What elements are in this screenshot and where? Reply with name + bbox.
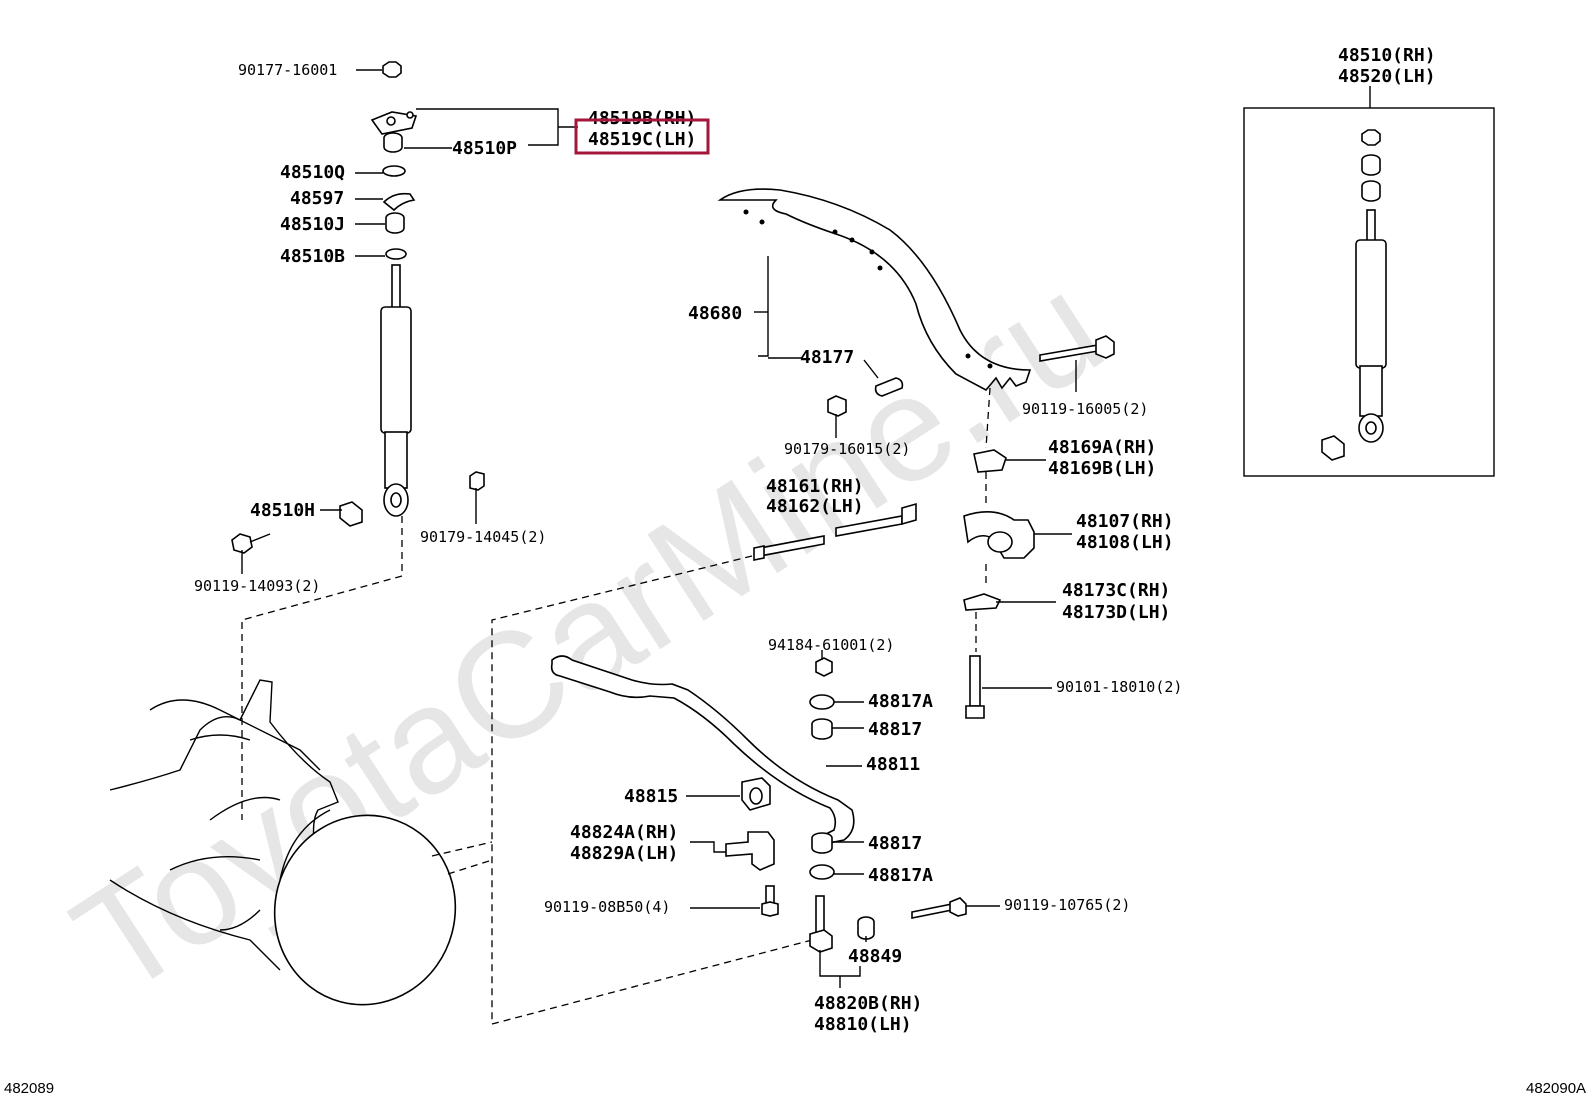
nut-90177-icon[interactable] — [382, 61, 402, 78]
callout-48817-top[interactable]: 48817 — [868, 719, 922, 740]
callout-48817a-bottom[interactable]: 48817A — [868, 865, 933, 886]
callout-90119-08b50[interactable]: 90119-08B50(4) — [544, 898, 670, 916]
callout-48169b[interactable]: 48169B(LH) — [1048, 458, 1156, 479]
shock-body-icon[interactable] — [380, 306, 412, 434]
callout-48173d[interactable]: 48173D(LH) — [1062, 602, 1170, 623]
plate-48169-icon[interactable] — [973, 449, 1007, 473]
callout-48811[interactable]: 48811 — [866, 754, 920, 775]
highlight-box — [574, 118, 710, 155]
retainer-48817a-bottom-icon[interactable] — [809, 864, 835, 880]
stabilizer-group — [550, 650, 1000, 988]
callout-90119-16005[interactable]: 90119-16005(2) — [1022, 400, 1148, 418]
callout-48817a-top[interactable]: 48817A — [868, 691, 933, 712]
callout-90119-14093[interactable]: 90119-14093(2) — [194, 577, 320, 595]
figure-id-right: 482090A — [1526, 1080, 1586, 1097]
cushion-48510p-icon[interactable] — [383, 132, 403, 153]
bushing-48510j-icon[interactable] — [385, 212, 405, 234]
frame-bracket-group — [717, 188, 1115, 719]
nut-90179-14045-icon[interactable] — [469, 471, 485, 491]
torsion-bar-group — [431, 502, 917, 1025]
retainer-48597-icon[interactable] — [382, 192, 416, 212]
callout-94184-61001[interactable]: 94184-61001(2) — [768, 636, 894, 654]
callout-48169a[interactable]: 48169A(RH) — [1048, 437, 1156, 458]
callout-48161[interactable]: 48161(RH) — [766, 476, 864, 497]
callout-48510h[interactable]: 48510H — [250, 500, 315, 521]
callout-48510b[interactable]: 48510B — [280, 246, 345, 267]
spacer-48177-icon[interactable] — [874, 377, 904, 397]
callout-48173c[interactable]: 48173C(RH) — [1062, 580, 1170, 601]
callout-48107[interactable]: 48107(RH) — [1076, 511, 1174, 532]
nut-90179-16015-icon[interactable] — [827, 395, 847, 417]
washer-48510q-icon[interactable] — [382, 165, 406, 177]
callout-48820b[interactable]: 48820B(RH) — [814, 993, 922, 1014]
callout-48177[interactable]: 48177 — [800, 347, 854, 368]
callout-48597[interactable]: 48597 — [290, 188, 344, 209]
bracket-48680-icon[interactable] — [717, 188, 1032, 392]
figure-id-left: 482089 — [4, 1080, 54, 1097]
retainer-48817a-top-icon[interactable] — [809, 694, 835, 710]
stabilizer-bar-48811-icon[interactable] — [550, 655, 855, 845]
callout-48510j[interactable]: 48510J — [280, 214, 345, 235]
callout-48510p[interactable]: 48510P — [452, 138, 517, 159]
washer-48510b-icon[interactable] — [385, 248, 407, 260]
callout-labels: 90177-16001 48519B(RH) 48519C(LH) 48510P… — [194, 45, 1436, 1035]
callout-90177-16001[interactable]: 90177-16001 — [238, 61, 337, 79]
callout-48817-bottom[interactable]: 48817 — [868, 833, 922, 854]
callout-48680[interactable]: 48680 — [688, 303, 742, 324]
axle-sketch — [109, 679, 457, 1006]
callout-90179-16015[interactable]: 90179-16015(2) — [784, 440, 910, 458]
shock-rod-icon — [391, 264, 401, 310]
bolt-90119-14093-icon[interactable] — [231, 533, 253, 554]
callout-90119-10765[interactable]: 90119-10765(2) — [1004, 896, 1130, 914]
bolt-90119-10765-icon[interactable] — [911, 903, 953, 919]
bushing-48510h-icon[interactable] — [339, 501, 363, 527]
callout-90179-14045[interactable]: 90179-14045(2) — [420, 528, 546, 546]
shock-assembly-box — [1243, 86, 1495, 477]
bracket-48824a-icon[interactable] — [725, 831, 775, 871]
left-shock-group — [231, 61, 578, 820]
assembly-frame — [1243, 107, 1495, 477]
callout-48849[interactable]: 48849 — [848, 946, 902, 967]
callout-48824a[interactable]: 48824A(RH) — [570, 822, 678, 843]
callout-48510-rh[interactable]: 48510(RH) — [1338, 45, 1436, 66]
bolt-90101-18010-icon[interactable] — [969, 655, 981, 707]
callout-48829a[interactable]: 48829A(LH) — [570, 843, 678, 864]
callout-90101-18010[interactable]: 90101-18010(2) — [1056, 678, 1182, 696]
callout-48810[interactable]: 48810(LH) — [814, 1014, 912, 1035]
bushing-48849-icon[interactable] — [857, 916, 875, 940]
callout-48162[interactable]: 48162(LH) — [766, 496, 864, 517]
shock-assembly-icon[interactable] — [1355, 239, 1387, 369]
callout-48519c[interactable]: 48519C(LH) — [588, 129, 696, 150]
cushion-48817-top-icon[interactable] — [811, 718, 833, 740]
callout-48108[interactable]: 48108(LH) — [1076, 532, 1174, 553]
callout-48815[interactable]: 48815 — [624, 786, 678, 807]
cushion-48817-bottom-icon[interactable] — [811, 832, 833, 854]
plate-48173-icon[interactable] — [963, 593, 1002, 611]
callout-48520-lh[interactable]: 48520(LH) — [1338, 66, 1436, 87]
callout-48510q[interactable]: 48510Q — [280, 162, 345, 183]
nut-94184-icon[interactable] — [815, 657, 833, 677]
